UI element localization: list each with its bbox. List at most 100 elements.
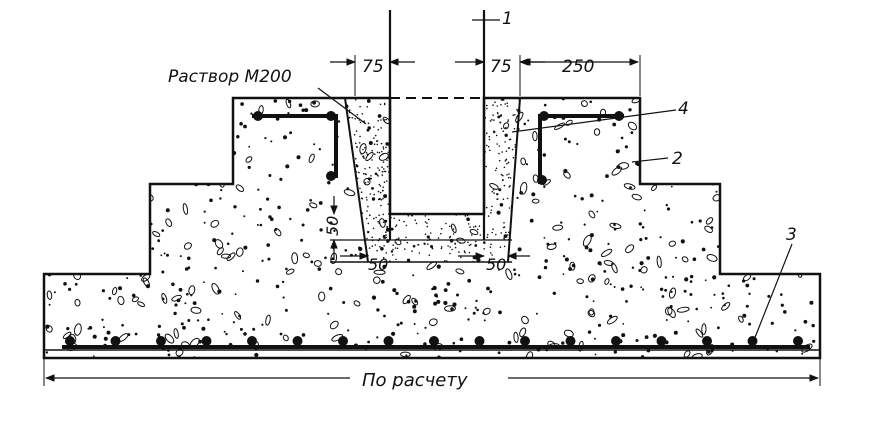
aggregate-pebble — [46, 290, 53, 300]
mortar-dot — [471, 198, 474, 201]
aggregate-pebble — [631, 193, 642, 201]
mortar-dot — [489, 252, 492, 254]
aggregate-dot — [739, 249, 742, 252]
mortar-dot — [423, 150, 426, 152]
aggregate-dot — [221, 98, 225, 102]
aggregate-dot — [407, 158, 411, 161]
aggregate-dot — [767, 294, 771, 298]
aggregate-dot — [675, 170, 678, 173]
aggregate-dot — [304, 108, 309, 113]
aggregate-dot — [161, 172, 166, 177]
aggregate-pebble — [142, 134, 148, 142]
mortar-dot — [373, 193, 376, 196]
aggregate-pebble — [521, 315, 529, 325]
aggregate-pebble — [313, 260, 322, 267]
aggregate-dot — [93, 158, 96, 161]
aggregate-pebble — [365, 151, 374, 162]
aggregate-pebble — [611, 262, 618, 274]
aggregate-dot — [413, 98, 417, 103]
mortar-dot — [507, 119, 510, 121]
aggregate-dot — [53, 160, 56, 164]
mortar-dot — [438, 153, 441, 156]
mortar-dot — [439, 174, 441, 176]
mortar-dot — [477, 155, 480, 157]
mortar-dot — [355, 130, 358, 132]
aggregate-dot — [118, 286, 122, 291]
aggregate-pebble — [187, 159, 195, 167]
aggregate-dot — [151, 247, 155, 251]
aggregate-dot — [317, 267, 322, 271]
mortar-dot — [356, 113, 359, 116]
mortar-dot — [463, 210, 466, 213]
aggregate-pebble — [129, 203, 140, 212]
mortar-dot — [430, 103, 433, 106]
aggregate-pebble — [428, 318, 438, 326]
aggregate-dot — [561, 341, 565, 345]
aggregate-dot — [687, 320, 690, 323]
aggregate-dot — [707, 171, 711, 176]
aggregate-pebble — [291, 252, 299, 265]
mortar-dot — [383, 181, 386, 183]
mortar-dot — [502, 226, 505, 229]
aggregate-dot — [613, 286, 616, 288]
aggregate-dot — [794, 329, 797, 332]
aggregate-pebble — [520, 157, 527, 166]
aggregate-pebble — [165, 218, 173, 228]
aggregate-dot — [81, 225, 85, 228]
mortar-dot — [356, 223, 359, 225]
mortar-dot — [391, 188, 394, 191]
aggregate-dot — [53, 103, 57, 108]
aggregate-dot — [701, 104, 706, 109]
mortar-dot — [396, 247, 399, 250]
mortar-dot — [342, 134, 344, 136]
aggregate-pebble — [175, 107, 183, 114]
aggregate-dot — [612, 122, 617, 127]
mortar-dot — [481, 153, 483, 156]
aggregate-dot — [672, 275, 675, 278]
mortar-dot — [430, 201, 432, 203]
aggregate-dot — [527, 119, 530, 122]
aggregate-dot — [422, 134, 426, 137]
aggregate-pebble — [587, 309, 596, 318]
mortar-dot — [509, 138, 512, 141]
rebar-dot — [338, 336, 348, 346]
aggregate-dot — [641, 174, 645, 178]
mortar-dot — [478, 182, 480, 184]
mortar-dot — [408, 101, 411, 103]
mortar-dot — [440, 100, 443, 102]
aggregate-pebble — [563, 171, 571, 179]
socket-wall-right — [507, 97, 521, 263]
aggregate-dot — [406, 299, 411, 304]
mortar-dot — [380, 119, 382, 121]
mortar-dot — [376, 143, 379, 146]
aggregate-dot — [798, 162, 801, 165]
mortar-dot — [340, 124, 342, 126]
mortar-dot — [496, 105, 499, 107]
mortar-dot — [353, 200, 355, 203]
aggregate-dot — [163, 252, 166, 255]
mortar-dot — [488, 135, 491, 138]
mortar-dot — [449, 225, 451, 228]
mortar-dot — [421, 121, 424, 123]
aggregate-pebble — [442, 113, 450, 122]
aggregate-dot — [596, 210, 599, 213]
mortar-dot — [345, 231, 346, 233]
mortar-dot — [341, 156, 343, 158]
aggregate-dot — [212, 238, 217, 243]
aggregate-pebble — [187, 164, 198, 176]
mortar-dot — [466, 105, 469, 108]
aggregate-dot — [93, 128, 98, 133]
mortar-dot — [374, 153, 376, 155]
aggregate-dot — [797, 240, 801, 244]
mortar-dot — [470, 117, 472, 119]
aggregate-dot — [331, 163, 334, 166]
aggregate-dot — [132, 223, 135, 227]
aggregate-pebble — [400, 351, 411, 358]
mortar-dot — [407, 195, 410, 197]
aggregate-dot — [620, 136, 624, 140]
aggregate-pebble — [142, 277, 150, 288]
aggregate-dot — [101, 289, 105, 293]
aggregate-dot — [282, 135, 288, 140]
mortar-dot — [348, 116, 351, 119]
aggregate-dot — [684, 154, 687, 157]
